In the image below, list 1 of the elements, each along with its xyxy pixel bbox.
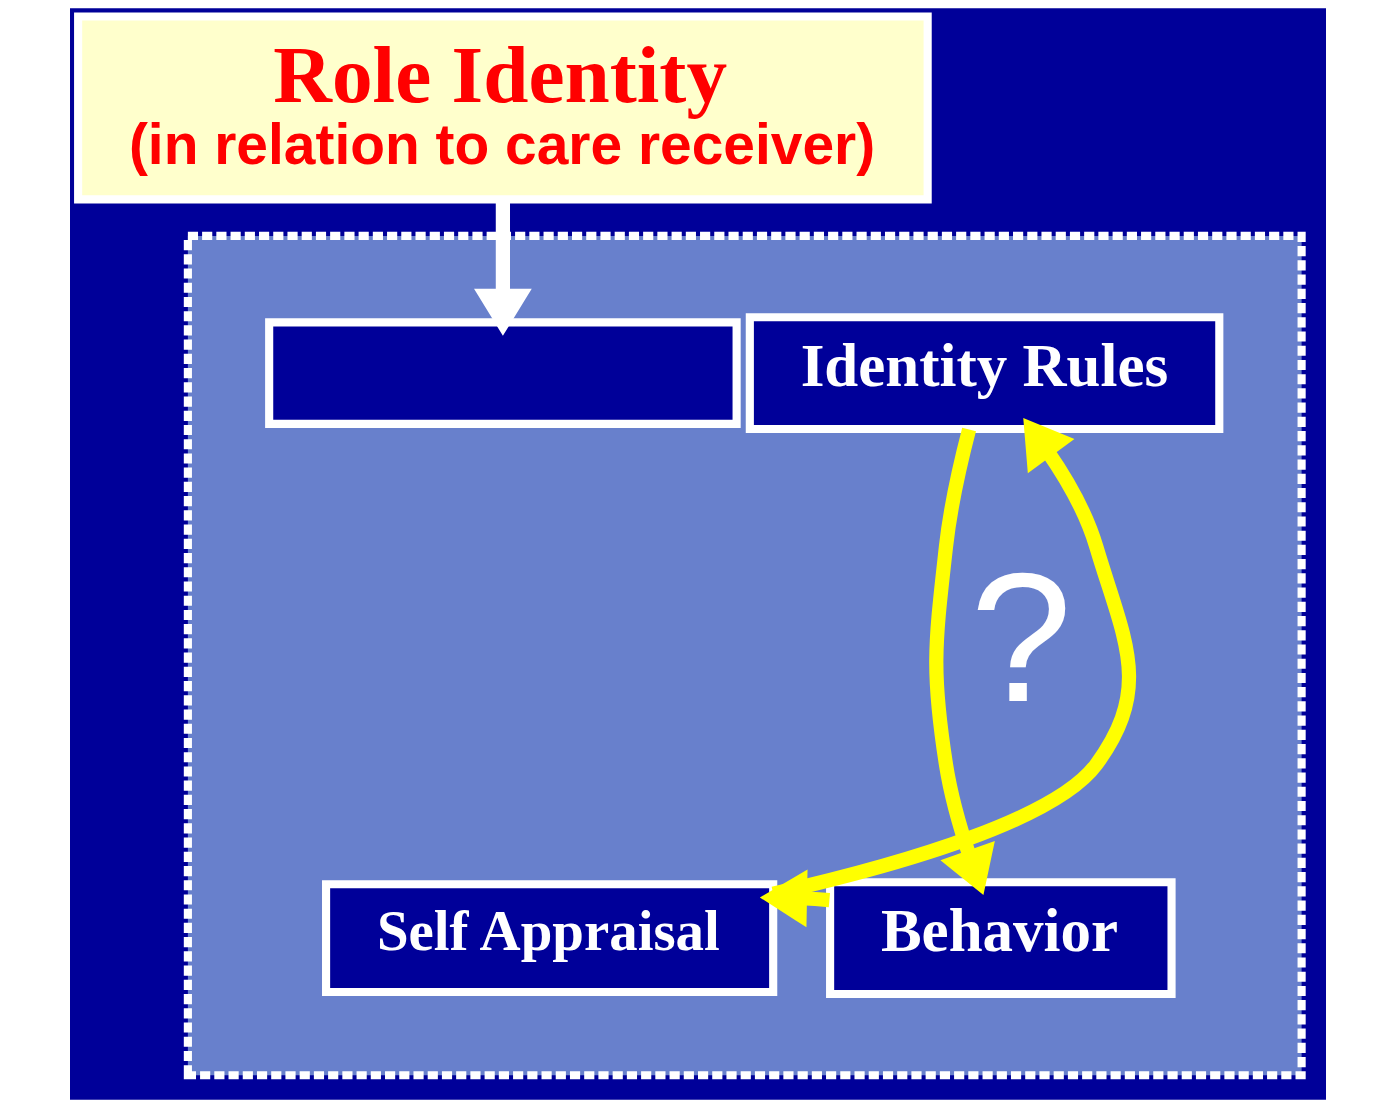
- label: ?: [970, 535, 1073, 741]
